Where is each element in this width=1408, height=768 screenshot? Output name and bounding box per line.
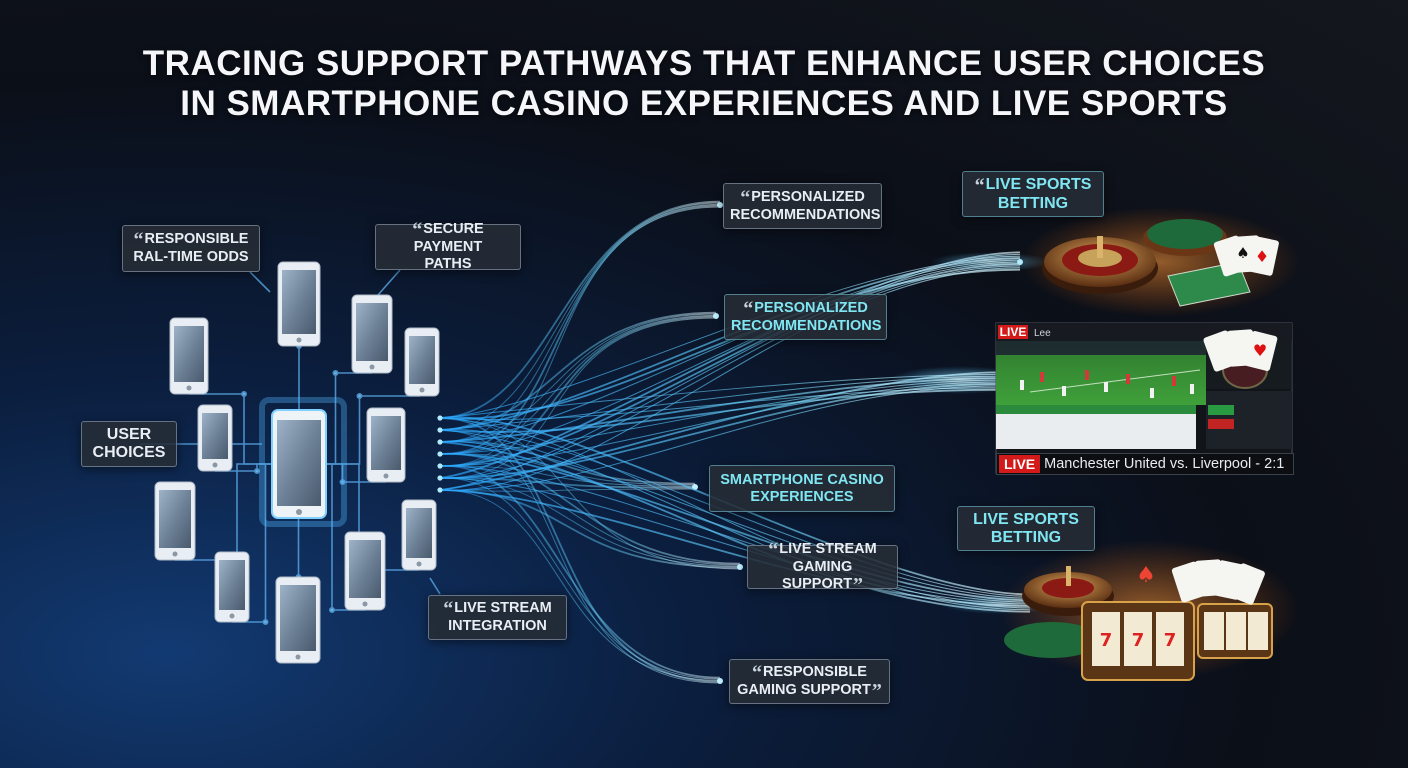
svg-text:♦: ♦ (1255, 247, 1269, 266)
quote-close-icon: ” (853, 573, 864, 596)
label-responsible-gaming-support: “RESPONSIBLE GAMING SUPPORT” (729, 659, 890, 704)
quote-icon: “ (740, 186, 751, 209)
svg-text:♥: ♥ (1253, 341, 1267, 360)
slot-roulette-image-bottom: 7 7 7 ♠ (1000, 540, 1300, 681)
svg-text:7: 7 (1132, 630, 1145, 651)
quote-icon: “ (743, 297, 754, 320)
live-caption-badge: LIVE (999, 455, 1041, 473)
page-title-line-2: IN SMARTPHONE CASINO EXPERIENCES AND LIV… (180, 84, 1228, 123)
smartphone-icon (197, 404, 233, 472)
smartphone-icon (154, 481, 196, 561)
smartphone-icon (275, 576, 321, 664)
live-badge: LIVE (1000, 325, 1027, 339)
quote-icon: “ (133, 229, 144, 251)
label-live-stream-gaming-support: “LIVE STREAM GAMING SUPPORT” (747, 540, 898, 595)
slot-machine-icon: 7 7 7 (1081, 601, 1273, 681)
svg-text:7: 7 (1164, 630, 1177, 651)
live-match-caption: LIVE Manchester United vs. Liverpool - 2… (996, 453, 1294, 475)
smartphone-icon (366, 407, 406, 483)
quote-icon: “ (443, 598, 454, 620)
smartphone-icon (351, 294, 393, 374)
svg-text:♠: ♠ (1236, 244, 1249, 262)
label-live-stream-integration: “LIVE STREAM INTEGRATION (428, 595, 567, 640)
page-title-line-1: TRACING SUPPORT PATHWAYS THAT ENHANCE US… (142, 44, 1266, 83)
roulette-cards-image-top: ♦ ♠ (1020, 207, 1300, 317)
label-smartphone-casino-experiences: SMARTPHONE CASINO EXPERIENCES (709, 465, 895, 512)
label-personalized-recommendations-1: “PERSONALIZED RECOMMENDATIONS (723, 183, 882, 229)
playing-cards-icon-bottom: ♠ (1136, 559, 1265, 605)
central-smartphone-icon (259, 397, 347, 527)
label-live-sports-betting-2: LIVE SPORTS BETTING (957, 506, 1095, 551)
smartphone-network (154, 261, 440, 664)
label-secure-payment: “SECURE PAYMENT PATHS (375, 220, 521, 272)
live-match-panel: LIVE Lee ♥ (995, 322, 1293, 474)
smartphone-icon (404, 327, 440, 397)
label-responsible-odds: “RESPONSIBLE RAL-TIME ODDS (122, 225, 260, 272)
cards-over-panel: ♥ (1203, 329, 1278, 372)
svg-text:♠: ♠ (1136, 563, 1156, 588)
label-user-choices: USER CHOICES (81, 421, 177, 467)
smartphone-icon (277, 261, 321, 347)
smartphone-icon (169, 317, 209, 395)
svg-text:7: 7 (1100, 630, 1113, 651)
quote-close-icon: ” (871, 679, 882, 702)
live-caption-text: Manchester United vs. Liverpool - 2:1 (1044, 456, 1285, 472)
smartphone-icon (401, 499, 437, 571)
quote-icon: “ (768, 538, 779, 561)
players (1020, 370, 1194, 398)
quote-icon: “ (412, 219, 423, 241)
label-personalized-recommendations-2: “PERSONALIZED RECOMMENDATIONS (724, 294, 887, 340)
quote-icon: “ (974, 174, 985, 197)
playing-cards-icon: ♦ ♠ (1213, 235, 1279, 277)
smartphone-icon (214, 551, 250, 623)
quote-icon: “ (752, 661, 763, 684)
panel-header-text: Lee (1034, 328, 1051, 339)
smartphone-icon (344, 531, 386, 611)
label-live-sports-betting-1: “LIVE SPORTS BETTING (962, 171, 1104, 217)
